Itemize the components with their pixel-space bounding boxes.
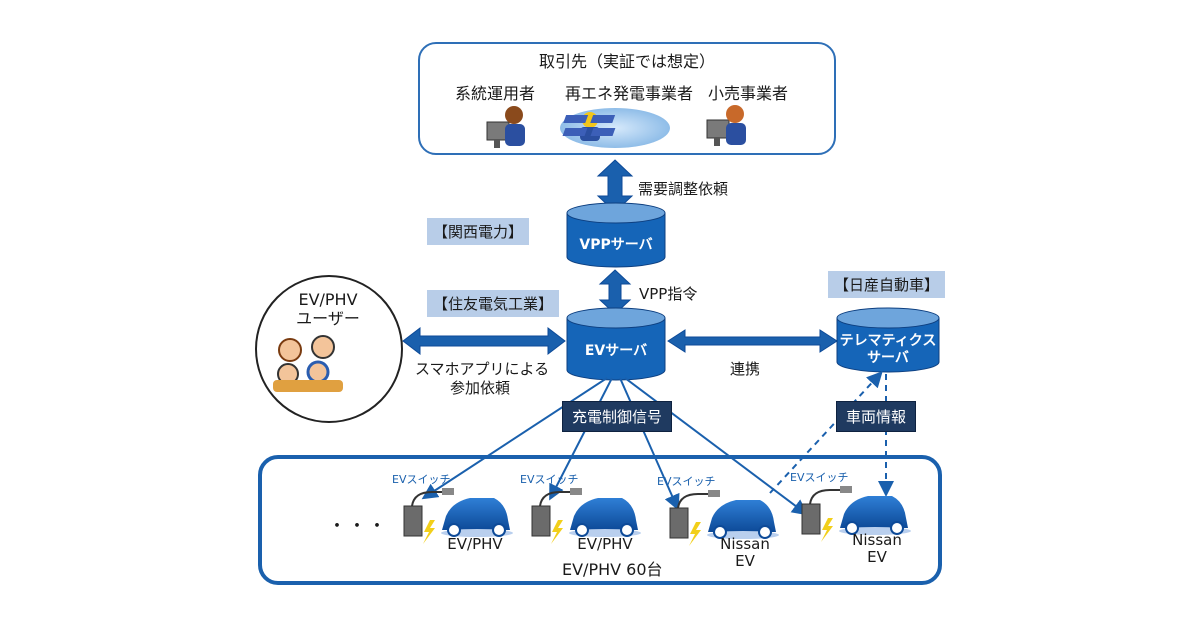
ev-server-cylinder	[566, 307, 666, 381]
vpp-command-label: VPP指令	[639, 285, 698, 303]
partner-label-renewable-producer: 再エネ発電事業者	[565, 84, 694, 103]
app-request-label-line1: スマホアプリによる	[415, 360, 550, 378]
vpp-server-label: VPPサーバ	[579, 237, 653, 253]
vehicle-label-line1: EV/PHV	[447, 535, 503, 553]
retailer-at-computer-icon	[706, 105, 746, 146]
org-label-sumitomo: 【住友電気工業】	[427, 290, 560, 317]
org-label-nissan: 【日産自動車】	[828, 271, 946, 298]
arrow-ev-telematics	[667, 329, 838, 353]
charger-car-icon	[669, 490, 779, 546]
ev-server-label: EVサーバ	[584, 343, 648, 359]
ev-switch-label: EVスイッチ	[520, 473, 579, 486]
fleet-total-label: EV/PHV 60台	[562, 560, 663, 579]
demand-request-label: 需要調整依頼	[638, 180, 729, 198]
charger-car-icon	[403, 488, 513, 544]
solar-worker-icon	[560, 108, 670, 148]
charge-control-lines	[421, 377, 809, 516]
vpp-server-cylinder	[566, 202, 666, 268]
charger-car-icon	[531, 488, 641, 544]
ev-switch-label: EVスイッチ	[790, 471, 849, 484]
vehicle-info-label: 車両情報	[836, 401, 917, 432]
vehicle-label-line1: Nissan	[720, 535, 770, 553]
vehicle-info-lines	[769, 371, 894, 497]
telematics-server-cylinder	[836, 307, 940, 373]
partner-label-retailer: 小売事業者	[708, 84, 789, 103]
user-label-line2: ユーザー	[296, 309, 360, 328]
app-request-label-line2: 参加依頼	[449, 379, 510, 397]
org-label-kansai: 【関西電力】	[427, 218, 530, 245]
partners-title: 取引先（実証では想定）	[538, 52, 715, 71]
charge-control-signal-label: 充電制御信号	[562, 401, 673, 432]
arrow-vpp-ev	[598, 269, 632, 315]
fleet-box	[258, 455, 942, 585]
vehicle-label-line2: EV	[735, 552, 755, 570]
telematics-server-label-line1: テレマティクス	[839, 333, 937, 349]
charger-car-icon	[801, 486, 911, 542]
ev-switch-label: EVスイッチ	[657, 475, 716, 488]
telematics-server-label-line2: サーバ	[867, 350, 909, 366]
ev-switch-label: EVスイッチ	[392, 473, 451, 486]
operator-at-computer-icon	[486, 106, 525, 148]
vehicle-label-line2: EV	[867, 548, 887, 566]
vehicle-label-line1: Nissan	[852, 531, 902, 549]
vehicle-label-line1: EV/PHV	[577, 535, 633, 553]
user-label-line1: EV/PHV	[298, 290, 358, 309]
arrow-user-ev	[402, 326, 566, 356]
cooperation-label: 連携	[730, 360, 761, 378]
family-icon	[273, 335, 343, 392]
partner-label-grid-operator: 系統運用者	[455, 84, 536, 103]
fleet-ellipsis: ・・・	[328, 516, 388, 537]
